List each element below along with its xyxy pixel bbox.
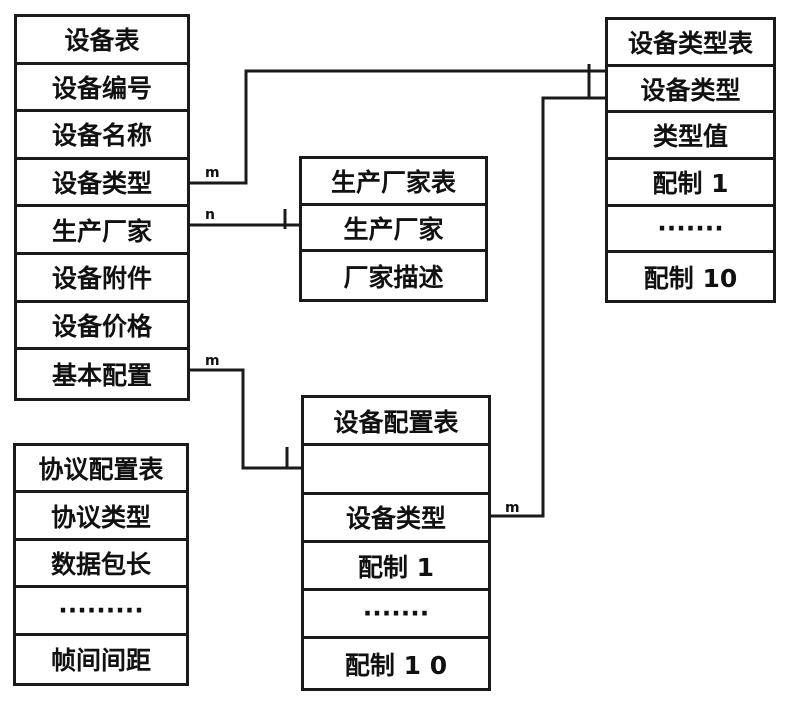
- field-ellipsis: ·········: [16, 588, 186, 636]
- field-config-1: 配制 1: [608, 160, 773, 207]
- field-ellipsis: ·······: [304, 591, 488, 640]
- device-type-table: 设备类型表 设备类型 类型值 配制 1 ······· 配制 10: [605, 17, 776, 304]
- field-manufacturer-desc: 厂家描述: [343, 262, 444, 292]
- device-type-table-title: 设备类型表: [608, 20, 773, 67]
- relation-line-config-type: [491, 96, 605, 518]
- field-manufacturer: 生产厂家: [17, 207, 187, 255]
- field-device-price: 设备价格: [17, 303, 187, 351]
- field-packet-length: 数据包长: [16, 541, 186, 589]
- field-manufacturer: 生产厂家: [302, 206, 485, 253]
- field-ellipsis: ·······: [608, 207, 773, 254]
- field-device-name: 设备名称: [17, 112, 187, 160]
- field-config-10: 配制 1 0: [344, 650, 448, 680]
- field-config-10: 配制 10: [643, 263, 738, 293]
- device-config-table-title: 设备配置表: [304, 398, 488, 447]
- relation-line-device-type: [190, 69, 605, 185]
- protocol-config-table: 协议配置表 协议类型 数据包长 ········· 帧间间距: [13, 443, 189, 686]
- device-config-table: 设备配置表 设备类型 配制 1 ······· 配制 1 0: [301, 395, 491, 691]
- field-device-type: 设备类型: [17, 160, 187, 208]
- field-device-type: 设备类型: [608, 67, 773, 114]
- device-table-title: 设备表: [17, 17, 187, 65]
- manufacturer-table: 生产厂家表 生产厂家 厂家描述: [299, 156, 488, 303]
- field-frame-interval: 帧间间距: [50, 646, 151, 676]
- field-device-type: 设备类型: [304, 495, 488, 543]
- field-empty: [304, 446, 488, 495]
- cardinality-m-label: m: [205, 353, 220, 369]
- cardinality-m-label: m: [205, 165, 220, 181]
- relation-line-config: [190, 368, 301, 470]
- field-protocol-type: 协议类型: [16, 493, 186, 541]
- field-device-accessory: 设备附件: [17, 255, 187, 303]
- field-basic-config: 基本配置: [51, 360, 152, 390]
- cardinality-m-label: m: [505, 500, 520, 516]
- field-type-value: 类型值: [608, 113, 773, 161]
- field-device-id: 设备编号: [17, 65, 187, 113]
- device-table: 设备表 设备编号 设备名称 设备类型 生产厂家 设备附件 设备价格 基本配置: [14, 14, 190, 401]
- protocol-config-table-title: 协议配置表: [16, 446, 186, 494]
- field-config-1: 配制 1: [304, 543, 488, 592]
- manufacturer-table-title: 生产厂家表: [302, 159, 485, 206]
- cardinality-n-label: n: [205, 207, 215, 223]
